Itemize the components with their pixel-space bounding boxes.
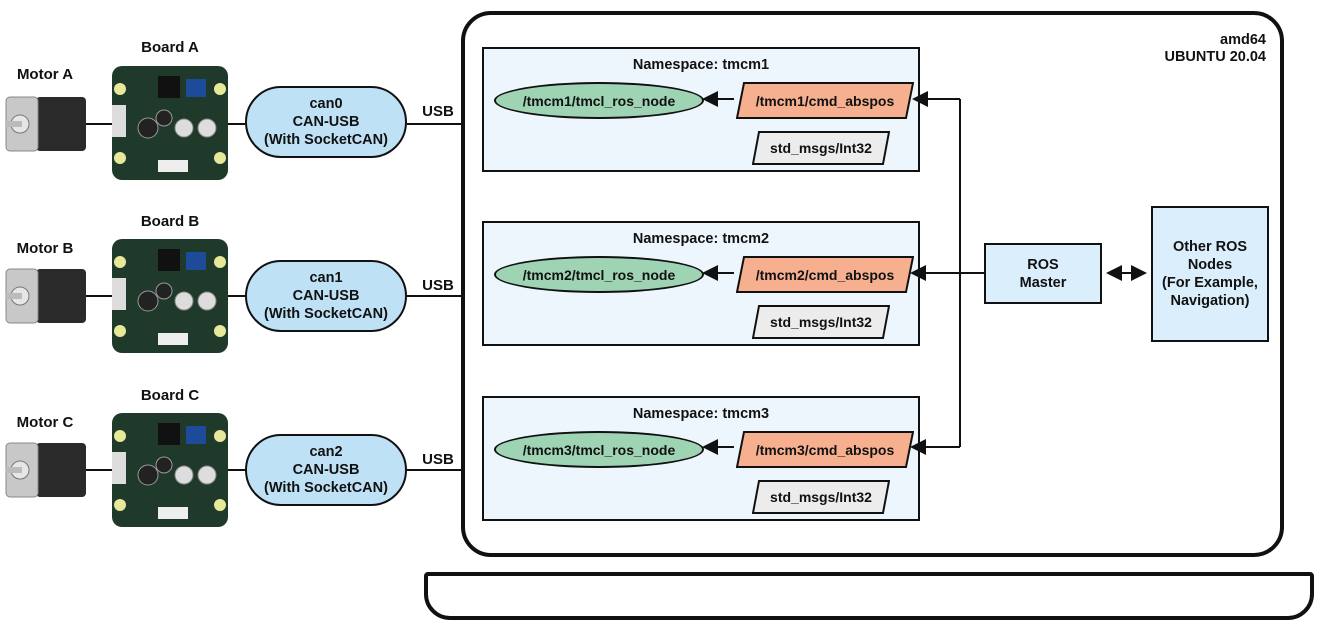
ros-topic: /tmcm2/cmd_abspos [736, 256, 914, 293]
motor-a-graphic [5, 96, 86, 152]
namespace-box-tmcm2: Namespace: tmcm2 /tmcm2/tmcl_ros_node /t… [482, 221, 920, 346]
board-b-graphic [112, 239, 228, 353]
namespace-box-tmcm1: Namespace: tmcm1 /tmcm1/tmcl_ros_node /t… [482, 47, 920, 172]
usb-label-2: USB [422, 451, 454, 468]
namespace-title: Namespace: tmcm3 [632, 406, 770, 422]
other-nodes-line3: (For Example, [1162, 275, 1258, 291]
message-type-label: std_msgs/Int32 [770, 140, 872, 156]
ros-topic: /tmcm1/cmd_abspos [736, 82, 914, 119]
ros-master-line2: Master [1019, 274, 1067, 291]
ros-node: /tmcm3/tmcl_ros_node [494, 431, 704, 468]
other-ros-nodes-box: Other ROS Nodes (For Example, Navigation… [1151, 206, 1269, 342]
message-type-label: std_msgs/Int32 [770, 489, 872, 505]
can-adapter-type: CAN-USB [292, 288, 360, 304]
namespace-box-tmcm3: Namespace: tmcm3 /tmcm3/tmcl_ros_node /t… [482, 396, 920, 521]
can-adapter-0: can0 CAN-USB (With SocketCAN) [245, 86, 407, 158]
os-arch: amd64 [1220, 32, 1266, 48]
ros-topic-label: /tmcm2/cmd_abspos [755, 266, 895, 283]
message-type: std_msgs/Int32 [752, 480, 890, 514]
board-c-graphic [112, 413, 228, 527]
message-type: std_msgs/Int32 [752, 305, 890, 339]
motor-b-label: Motor B [16, 240, 74, 257]
other-nodes-line4: Navigation) [1170, 293, 1250, 309]
ros-node: /tmcm2/tmcl_ros_node [494, 256, 704, 293]
can-adapter-note: (With SocketCAN) [264, 306, 388, 322]
usb-label-0: USB [422, 103, 454, 120]
laptop-base [424, 572, 1314, 620]
other-nodes-line2: Nodes [1187, 257, 1233, 273]
motor-c-label: Motor C [16, 414, 74, 431]
can-adapter-type: CAN-USB [292, 114, 360, 130]
can-adapter-note: (With SocketCAN) [264, 480, 388, 496]
board-c-label: Board C [140, 387, 200, 404]
ros-master-box: ROS Master [984, 243, 1102, 304]
namespace-title: Namespace: tmcm1 [632, 57, 770, 73]
message-type: std_msgs/Int32 [752, 131, 890, 165]
message-type-label: std_msgs/Int32 [770, 314, 872, 330]
can-adapter-name: can1 [309, 270, 343, 286]
ros-topic: /tmcm3/cmd_abspos [736, 431, 914, 468]
motor-a-label: Motor A [16, 66, 74, 83]
os-version: UBUNTU 20.04 [1164, 49, 1266, 65]
can-adapter-1: can1 CAN-USB (With SocketCAN) [245, 260, 407, 332]
ros-topic-label: /tmcm3/cmd_abspos [755, 441, 895, 458]
board-a-label: Board A [141, 39, 199, 56]
ros-master-line1: ROS [1027, 256, 1059, 273]
can-adapter-type: CAN-USB [292, 462, 360, 478]
namespace-title: Namespace: tmcm2 [632, 231, 770, 247]
board-b-label: Board B [140, 213, 200, 230]
ros-topic-label: /tmcm1/cmd_abspos [755, 92, 895, 109]
can-adapter-note: (With SocketCAN) [264, 132, 388, 148]
can-adapter-name: can0 [309, 96, 343, 112]
board-a-graphic [112, 66, 228, 180]
os-label: amd64 UBUNTU 20.04 [1130, 32, 1266, 66]
ros-node: /tmcm1/tmcl_ros_node [494, 82, 704, 119]
other-nodes-line1: Other ROS [1172, 239, 1248, 255]
motor-b-graphic [5, 268, 86, 324]
can-adapter-2: can2 CAN-USB (With SocketCAN) [245, 434, 407, 506]
can-adapter-name: can2 [309, 444, 343, 460]
usb-label-1: USB [422, 277, 454, 294]
motor-c-graphic [5, 442, 86, 498]
